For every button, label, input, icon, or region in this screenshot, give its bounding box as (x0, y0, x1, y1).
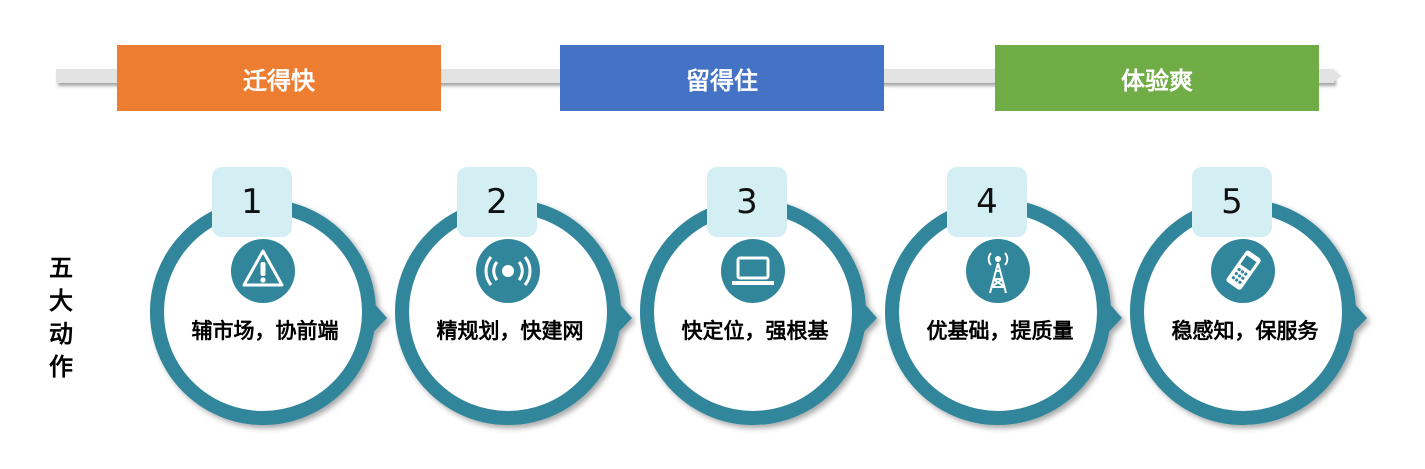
step-label: 精规划，快建网 (436, 319, 584, 343)
ring-pointer (1101, 294, 1122, 340)
mobile-phone-icon (1211, 239, 1275, 303)
step-label: 辅市场，协前端 (191, 319, 339, 343)
step-number: 1 (241, 182, 263, 222)
step-label: 优基础，提质量 (926, 319, 1074, 343)
ring-pointer (366, 294, 387, 340)
step-number-badge: 5 (1192, 167, 1272, 237)
ring-pointer (856, 294, 877, 340)
side-char: 动 (49, 320, 73, 348)
ring-pointer (1346, 294, 1367, 340)
side-char: 大 (49, 287, 73, 315)
step-number-badge: 3 (707, 167, 787, 237)
step-ring (1130, 199, 1367, 425)
phase-box-2: 留得住 (560, 45, 884, 111)
step-ring (395, 199, 632, 425)
warning-icon (231, 239, 295, 303)
side-char: 五 (49, 254, 73, 282)
timeline-arrow-tip (1332, 69, 1342, 83)
phase-label: 迁得快 (243, 66, 315, 95)
step-3: 3 快定位，强根基 (640, 160, 900, 440)
phase-label: 留得住 (686, 66, 758, 95)
antenna-tower-icon (966, 239, 1030, 303)
step-4: 4 优基础，提质量 (885, 160, 1145, 440)
phase-box-3: 体验爽 (995, 45, 1319, 111)
step-number: 5 (1221, 182, 1243, 222)
broadcast-icon (476, 239, 540, 303)
step-label: 快定位，强根基 (681, 319, 829, 343)
step-5: 5 稳感知，保服务 (1130, 160, 1390, 440)
phase-box-1: 迁得快 (117, 45, 441, 111)
step-number-badge: 1 (212, 167, 292, 237)
ring-pointer (611, 294, 632, 340)
phase-label: 体验爽 (1121, 66, 1193, 95)
step-2: 2 精规划，快建网 (395, 160, 655, 440)
side-title: 五 大 动 作 (46, 252, 76, 384)
step-1: 1 辅市场，协前端 (150, 160, 410, 440)
step-label: 稳感知，保服务 (1171, 319, 1319, 343)
step-number-badge: 4 (947, 167, 1027, 237)
side-char: 作 (49, 353, 73, 381)
step-number: 3 (736, 182, 758, 222)
laptop-icon (721, 239, 785, 303)
step-number: 4 (976, 182, 998, 222)
step-number: 2 (486, 182, 508, 222)
step-number-badge: 2 (457, 167, 537, 237)
